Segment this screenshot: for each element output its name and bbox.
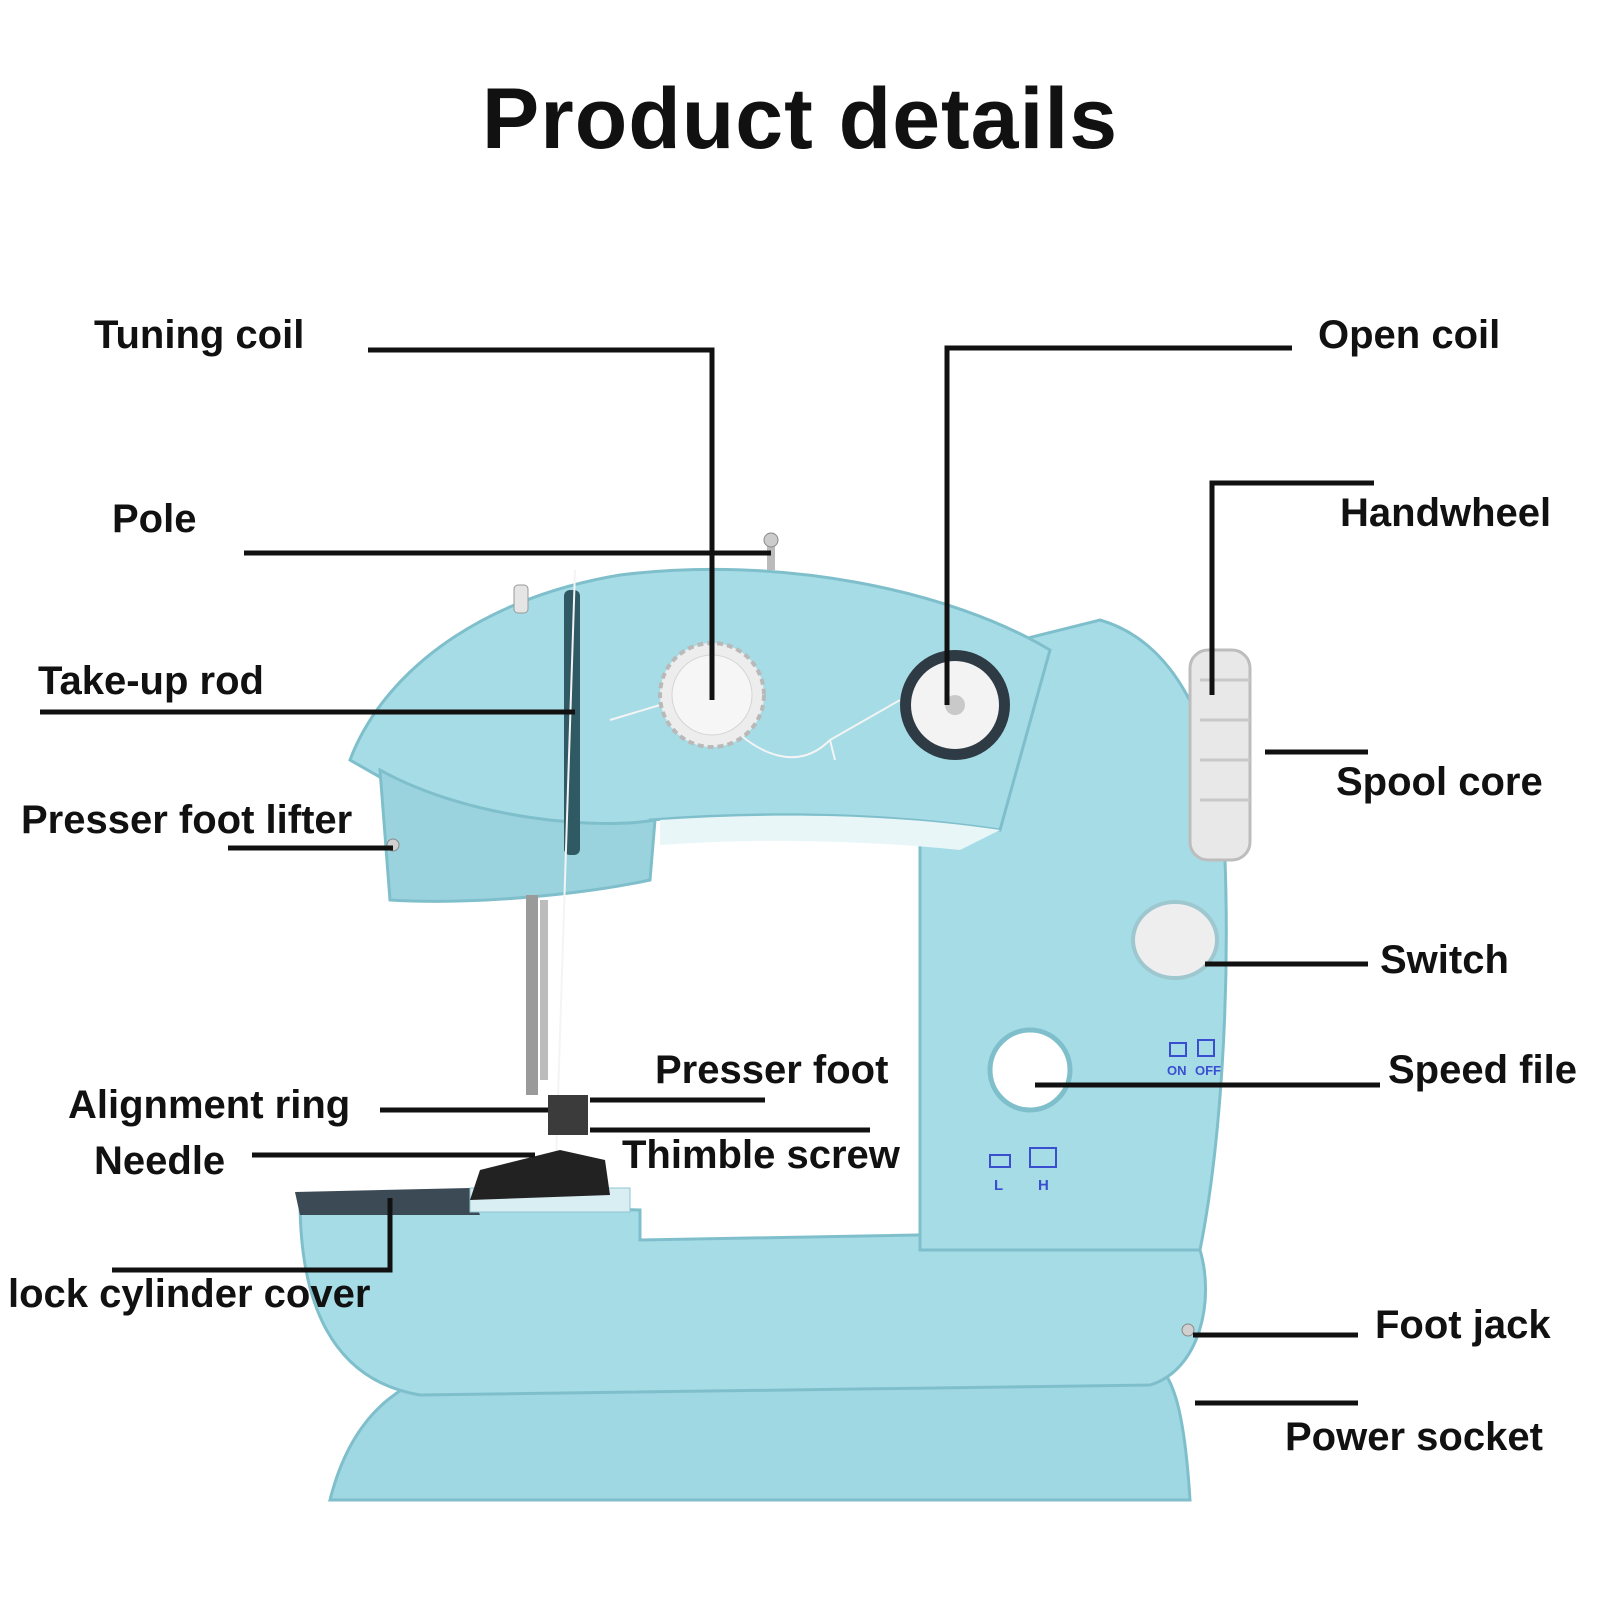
handwheel-graphic [1188,648,1252,862]
needle-bar-spring [540,900,548,1080]
label-power-socket: Power socket [1285,1415,1543,1459]
machine-head [378,767,657,903]
off-mark: OFF [1195,1063,1221,1078]
top-pole-cap [763,532,779,548]
high-mark: H [1038,1177,1049,1194]
label-tuning-coil: Tuning coil [94,313,305,357]
leader-handwheel [1209,480,1374,695]
label-presser-foot: Presser foot [655,1048,889,1092]
label-thimble-screw: Thimble screw [622,1133,900,1177]
label-presser-foot-lifter: Presser foot lifter [21,798,353,842]
needle-bar [526,895,538,1095]
speed-button [987,1027,1073,1113]
thread [554,569,901,1191]
leader-tuning-coil [368,347,715,700]
label-lock-cylinder-cover: lock cylinder cover [8,1272,371,1316]
label-open-coil: Open coil [1318,313,1501,357]
label-handwheel: Handwheel [1340,491,1552,535]
leader-open-coil [944,345,1292,705]
machine-marks: ON OFF L H [989,1039,1221,1194]
arm-underside [660,815,1000,850]
foot-jack-pin [1181,1323,1195,1337]
label-foot-jack: Foot jack [1375,1303,1551,1347]
page-title: Product details [481,71,1119,167]
label-needle: Needle [94,1139,226,1183]
power-switch-button [1131,900,1219,980]
label-alignment-ring: Alignment ring [68,1083,351,1127]
presser-foot-graphic [470,1150,610,1200]
bobbin-winder [900,650,1010,760]
label-pole: Pole [112,497,197,541]
presser-foot-shank [548,1095,588,1135]
leader-lock-cylinder-cover [112,1198,393,1273]
sewing-machine: ON OFF L H [295,532,1252,1502]
on-mark: ON [1167,1063,1187,1078]
low-mark: L [994,1177,1003,1194]
rear-pin [513,584,529,614]
label-switch: Switch [1380,938,1509,982]
label-take-up-rod: Take-up rod [38,659,264,703]
label-speed-file: Speed file [1388,1048,1577,1092]
label-spool-core: Spool core [1336,760,1543,804]
leader-lines [40,345,1380,1406]
